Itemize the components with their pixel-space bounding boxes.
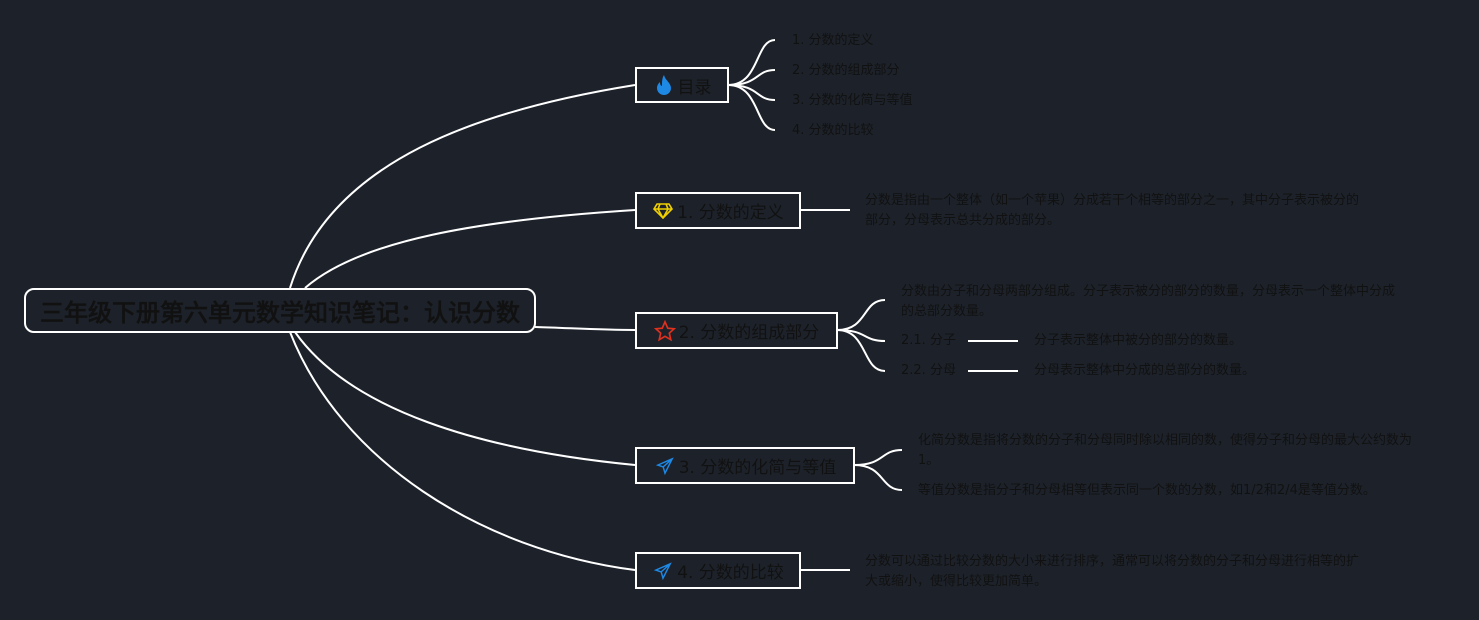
subtopic-numerator-text: 分子表示整体中被分的部分的数量。 <box>1034 333 1243 348</box>
toc-item[interactable]: 2. 分数的组成部分 <box>792 63 900 78</box>
section-1-node[interactable]: 1. 分数的定义 <box>635 192 801 229</box>
subtopic-denominator[interactable]: 2.2. 分母 <box>901 363 956 378</box>
section-4-text: 分数可以通过比较分数的大小来进行排序，通常可以将分数的分子和分母进行相等的扩大或… <box>865 554 1360 589</box>
root-title: 三年级下册第六单元数学知识笔记：认识分数 <box>40 299 520 327</box>
section-3-text-1: 化简分数是指将分数的分子和分母同时除以相同的数，使得分子和分母的最大公约数为1。 <box>918 433 1413 468</box>
star-icon <box>653 319 676 342</box>
section-1-label: 1. 分数的定义 <box>677 203 784 223</box>
section-2-node[interactable]: 2. 分数的组成部分 <box>635 312 838 349</box>
toc-item[interactable]: 1. 分数的定义 <box>792 33 874 48</box>
toc-label: 目录 <box>677 77 712 98</box>
paper-plane-icon <box>654 455 676 477</box>
toc-item[interactable]: 3. 分数的化简与等值 <box>792 93 913 108</box>
fire-icon <box>653 74 675 96</box>
toc-node[interactable]: 目录 <box>635 67 729 103</box>
section-2-label: 2. 分数的组成部分 <box>678 323 820 343</box>
section-2-text: 分数由分子和分母两部分组成。分子表示被分的部分的数量，分母表示一个整体中分成的总… <box>901 284 1396 319</box>
section-3-text-2: 等值分数是指分子和分母相等但表示同一个数的分数，如1/2和2/4是等值分数。 <box>918 483 1376 498</box>
section-3-node[interactable]: 3. 分数的化简与等值 <box>635 447 855 484</box>
toc-item[interactable]: 4. 分数的比较 <box>792 123 874 138</box>
paper-plane-icon <box>652 560 674 582</box>
subtopic-numerator[interactable]: 2.1. 分子 <box>901 333 956 348</box>
subtopic-denominator-text: 分母表示整体中分成的总部分的数量。 <box>1034 363 1256 378</box>
root-node[interactable]: 三年级下册第六单元数学知识笔记：认识分数 <box>24 288 536 333</box>
section-3-label: 3. 分数的化简与等值 <box>678 458 837 478</box>
section-1-text: 分数是指由一个整体（如一个苹果）分成若干个相等的部分之一，其中分子表示被分的部分… <box>865 193 1360 228</box>
section-4-node[interactable]: 4. 分数的比较 <box>635 552 801 589</box>
diamond-icon <box>652 200 674 222</box>
section-4-label: 4. 分数的比较 <box>677 563 784 583</box>
